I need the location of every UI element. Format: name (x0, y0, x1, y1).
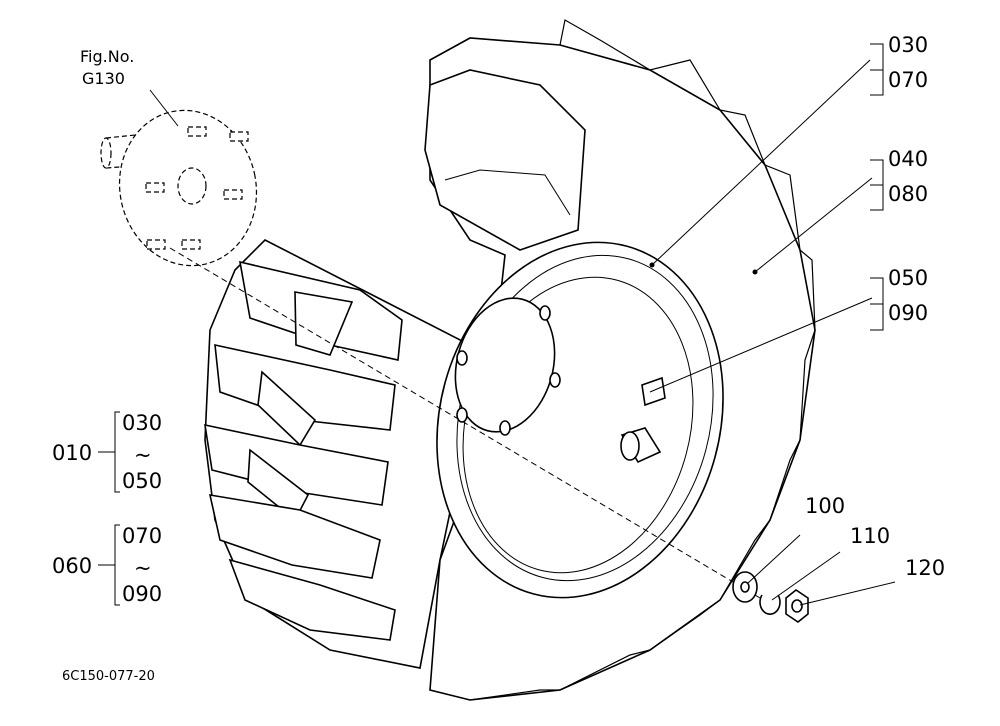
assembly-060-tilde: ~ (134, 556, 152, 580)
drawing-code: 6C150-077-20 (62, 669, 155, 684)
callout-090: 090 (888, 301, 928, 325)
wheel-rim (436, 241, 758, 599)
rim-bolt-hole (456, 350, 468, 366)
callout-110: 110 (850, 524, 890, 548)
rim-bolt-hole (539, 305, 551, 321)
tread-lug (294, 291, 354, 356)
callout-120: 120 (905, 556, 945, 580)
callout-040: 040 (888, 147, 928, 171)
tread-lug (228, 558, 396, 641)
hub-stud (146, 239, 166, 250)
rim-tab (641, 376, 666, 407)
callout-050: 050 (888, 266, 928, 290)
callout-030: 030 (888, 33, 928, 57)
hub-stud (181, 239, 201, 250)
figure-ref-number: G130 (82, 69, 125, 88)
assembly-010-tilde: ~ (134, 443, 152, 467)
callout-100: 100 (805, 494, 845, 518)
callout-080: 080 (888, 182, 928, 206)
leader-lines (98, 43, 896, 606)
assembly-060-from: 070 (122, 524, 162, 548)
assembly-060-id: 060 (52, 554, 92, 578)
rim-bolt-hole (499, 420, 511, 436)
tread-lug (208, 494, 381, 579)
callout-070: 070 (888, 68, 928, 92)
assembly-010-from: 030 (122, 411, 162, 435)
front-tire (204, 239, 479, 669)
hub-stud (145, 182, 165, 193)
rim-bolt-hole (456, 407, 468, 423)
axle-centerline (169, 247, 761, 599)
assembly-060-to: 090 (122, 582, 162, 606)
assembly-010-id: 010 (52, 441, 92, 465)
lock-washer-110 (759, 594, 781, 615)
hub-stud (223, 189, 243, 200)
tread-lug (214, 343, 396, 431)
nut-120 (785, 589, 809, 623)
hub-assembly (100, 109, 258, 267)
figure-ref-label: Fig.No. (80, 47, 134, 66)
assembly-010-to: 050 (122, 469, 162, 493)
tread-lug (204, 423, 389, 506)
valve-stem (620, 427, 662, 464)
rim-bolt-hole (549, 372, 561, 388)
hub-stud (187, 126, 207, 137)
washer-100 (732, 571, 758, 603)
hub-stud (229, 131, 249, 142)
